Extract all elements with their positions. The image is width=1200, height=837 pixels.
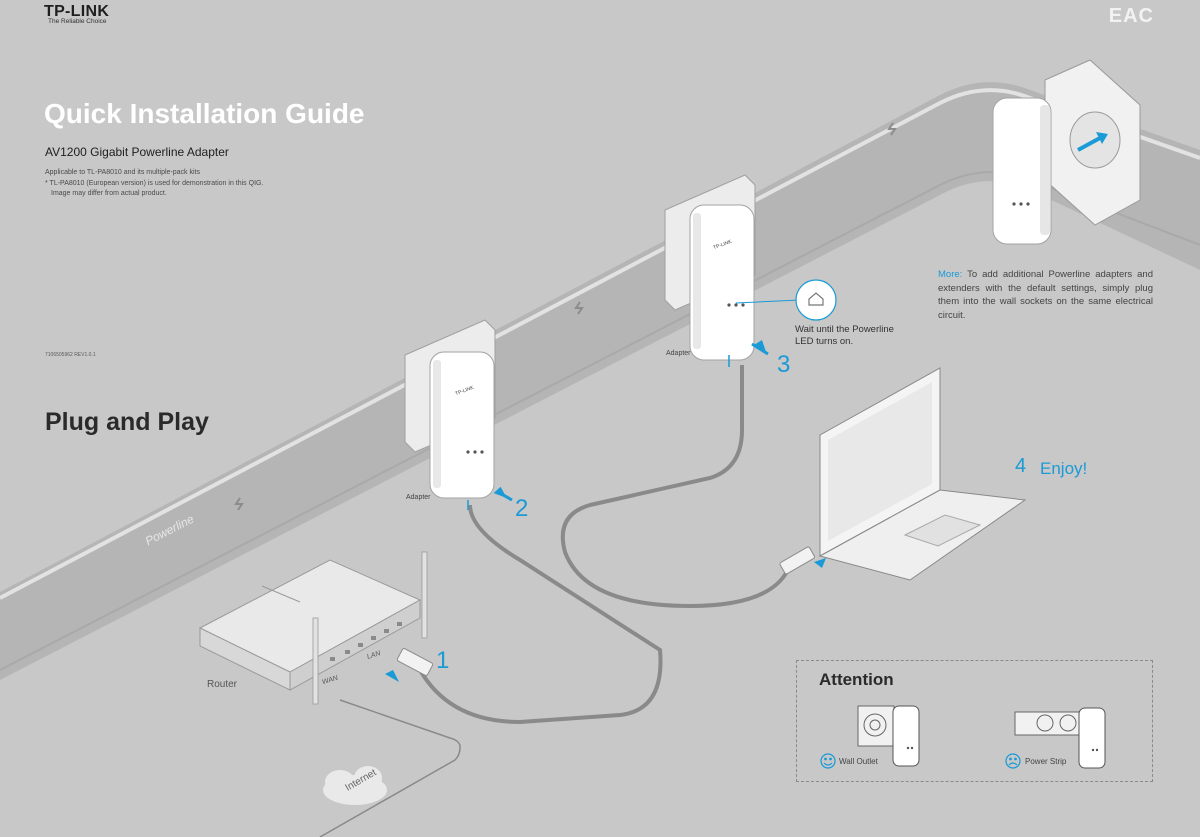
demo-note-line1: * TL-PA8010 (European version) is used f… — [45, 180, 264, 187]
wall-outlet-caption: Wall Outlet — [839, 757, 878, 766]
step-arrows — [385, 340, 826, 682]
router-illustration — [198, 551, 428, 705]
ethernet-cable-1 — [418, 504, 663, 725]
laptop-illustration — [818, 367, 1027, 581]
power-strip-caption: Power Strip — [1025, 757, 1067, 766]
lightning-icon — [887, 122, 897, 136]
product-name: AV1200 Gigabit Powerline Adapter — [45, 145, 229, 159]
powerline-led-callout — [795, 279, 837, 321]
adapter-2-illustration — [664, 174, 837, 367]
attention-wall-outlet-illustration — [857, 705, 920, 767]
internet-line — [319, 699, 461, 837]
smiley-face-icon — [820, 753, 836, 769]
house-icon — [808, 292, 824, 306]
arrow-icon — [754, 340, 766, 352]
adapter-1-illustration — [404, 319, 496, 510]
eac-certification-mark: EAC — [1108, 5, 1154, 27]
wait-line-1: Wait until the Powerline — [795, 324, 894, 335]
brand-tagline: The Reliable Choice — [48, 18, 107, 25]
more-label: More: — [938, 269, 963, 280]
wall-socket-illustration — [992, 59, 1141, 245]
attention-power-strip-illustration — [1014, 707, 1106, 769]
step-4-number: 4 — [1015, 455, 1027, 477]
arrow-icon — [814, 558, 826, 568]
document-number: 7106505962 REV1.0.1 — [45, 352, 96, 358]
ethernet-plug-2 — [779, 546, 815, 575]
attention-box — [796, 660, 1153, 782]
enjoy-text: Enjoy! — [1040, 459, 1088, 478]
sad-face-icon — [1005, 753, 1021, 769]
wait-instruction: Wait until the Powerline LED turns on. — [795, 324, 925, 348]
wait-line-2: LED turns on. — [795, 336, 854, 347]
cloud-icon — [323, 766, 387, 805]
lightning-icons — [234, 122, 897, 511]
brand-logo: TP-LINK — [44, 3, 110, 20]
powerline-top-edge — [0, 88, 1200, 600]
guide-title: Quick Installation Guide — [44, 98, 365, 129]
lightning-icon — [234, 497, 244, 511]
more-info: More: To add additional Powerline adapte… — [938, 268, 1153, 322]
ethernet-plug-1 — [396, 648, 434, 676]
applicable-note: Applicable to TL-PA8010 and its multiple… — [45, 169, 200, 176]
demo-note-line2: Image may differ from actual product. — [51, 190, 167, 197]
adapter-1-label: Adapter — [406, 494, 431, 501]
step-3-number: 3 — [777, 351, 791, 378]
router-label: Router — [207, 679, 238, 690]
lightning-icon — [574, 301, 584, 315]
adapter-2-label: Adapter — [666, 350, 691, 357]
more-text: To add additional Powerline adapters and… — [938, 269, 1153, 321]
section-title: Plug and Play — [45, 408, 209, 436]
ethernet-cable-2 — [560, 365, 792, 609]
arrow-icon — [385, 670, 399, 682]
step-2-number: 2 — [515, 495, 529, 522]
step-1-number: 1 — [436, 647, 450, 674]
attention-title: Attention — [819, 670, 894, 689]
